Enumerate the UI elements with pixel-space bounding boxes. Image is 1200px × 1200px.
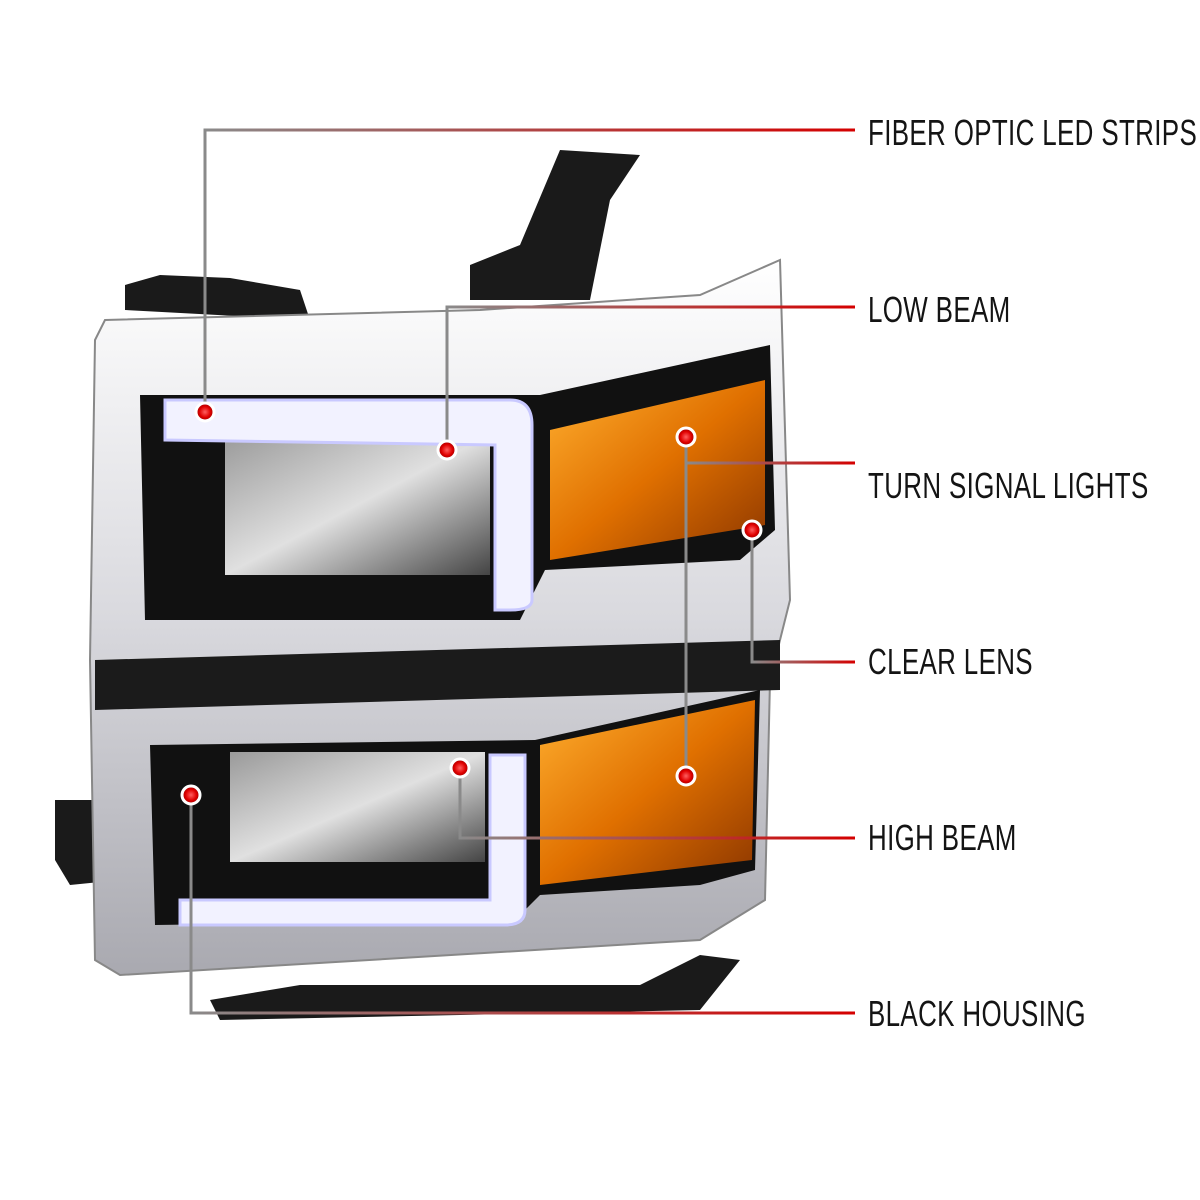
callout-line-clear-lens [750,530,855,664]
callout-label-turn-signal: TURN SIGNAL LIGHTS [868,465,1149,506]
callout-label-black-housing: BLACK HOUSING [868,993,1086,1034]
dot-clear-lens [741,519,763,541]
callout-lines [189,128,855,1015]
callout-label-high-beam: HIGH BEAM [868,817,1017,858]
callout-label-low-beam: LOW BEAM [868,289,1011,330]
callout-line-low-beam [445,305,855,450]
callout-line-fiber [203,128,855,412]
dot-turn-signal-lower [675,765,697,787]
callout-label-fiber-optic: FIBER OPTIC LED STRIPS [868,112,1198,153]
callout-line-turn-signal [684,437,855,776]
callout-line-black-housing [189,795,855,1015]
callout-label-clear-lens: CLEAR LENS [868,641,1033,682]
dot-fiber [194,401,216,423]
callout-line-high-beam [458,768,855,840]
dot-low-beam [436,439,458,461]
dot-high-beam [449,757,471,779]
callout-dots [180,401,763,806]
dot-black-housing [180,784,202,806]
dot-turn-signal-upper [675,426,697,448]
